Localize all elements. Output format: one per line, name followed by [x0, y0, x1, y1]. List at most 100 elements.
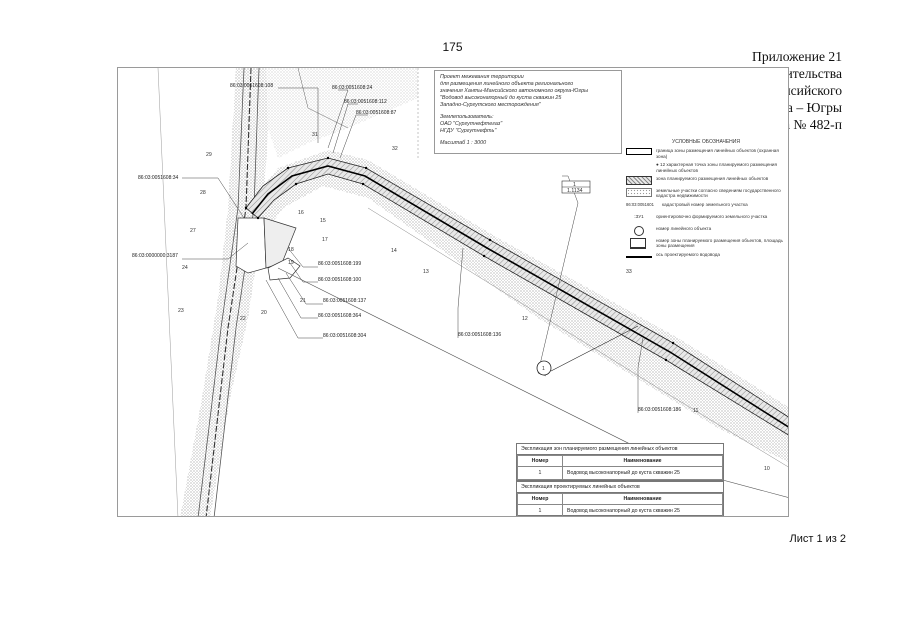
legend-symbol-boundary — [626, 148, 652, 156]
point-number: 31 — [312, 132, 318, 138]
table-row: 1 Водовод высоконапорный до куста скважи… — [517, 504, 723, 516]
cadastral-label: 86:03:0051608:136 — [458, 332, 501, 338]
page-number: 175 — [442, 40, 463, 54]
legend-symbol-circle — [626, 225, 652, 236]
point-number: 21 — [300, 298, 306, 304]
point-number: 32 — [392, 146, 398, 152]
table-row: 1 Водовод высоконапорный до куста скважи… — [517, 466, 723, 480]
leader-lines — [182, 87, 644, 413]
cadastral-label: 86:03:0051608:304 — [323, 333, 366, 339]
legend-item: граница зоны размещения линейных объекто… — [626, 148, 786, 159]
point-number: 18 — [288, 247, 294, 253]
legend: УСЛОВНЫЕ ОБОЗНАЧЕНИЯ граница зоны размещ… — [626, 139, 786, 350]
cadastral-label: 86:03:0000000:3187 — [132, 253, 178, 259]
point-number: 24 — [182, 265, 188, 271]
cadastral-label: 86:03:0051608:100 — [318, 277, 361, 283]
map-sheet: 86:03:0051608:108 86:03:0051608:24 86:03… — [117, 67, 789, 517]
point-number: 15 — [320, 218, 326, 224]
table-header: Наименование — [562, 493, 723, 505]
placement-zone — [245, 157, 788, 436]
parcel-outline — [267, 257, 301, 281]
annex-line: Приложение 21 — [752, 49, 842, 64]
project-title-line: для размещения линейного объекта региона… — [440, 81, 574, 87]
zone-tag-area: 1.1134 — [567, 188, 583, 194]
point-number: 23 — [178, 308, 184, 314]
point-number: 29 — [206, 152, 212, 158]
cadastral-label: 86:03:0051608:108 — [230, 83, 273, 89]
point-number: 16 — [298, 210, 304, 216]
cadastral-label: 86:03:0051608:87 — [356, 110, 397, 116]
table-cell: 1 — [517, 466, 563, 480]
point-number: 12 — [522, 316, 528, 322]
sheet-number: Лист 1 из 2 — [789, 533, 847, 545]
table-header: Номер — [517, 455, 563, 467]
zone-tag-number: 1 — [573, 182, 576, 188]
table-cell: Водовод высоконапорный до куста скважин … — [562, 504, 723, 516]
point-number: 17 — [322, 237, 328, 243]
project-title-line: "Водовод высоконапорный до куста скважин… — [440, 95, 562, 101]
point-number: 28 — [200, 190, 206, 196]
table-cell: Водовод высоконапорный до куста скважин … — [562, 466, 723, 480]
dotted-zone-pipeline — [246, 150, 788, 463]
point-number: 27 — [190, 228, 196, 234]
customer-line: НГДУ "Сургутнефть" — [440, 128, 497, 134]
table-header: Наименование — [562, 455, 723, 467]
parcel-outline — [235, 217, 267, 274]
legend-title: УСЛОВНЫЕ ОБОЗНАЧЕНИЯ — [672, 139, 740, 145]
characteristic-points — [244, 156, 675, 362]
project-title-line: значения Ханты-Мансийского автономного о… — [440, 88, 589, 94]
object-marker-number: 1 — [542, 366, 545, 372]
cadastral-label: 86:03:0051608:186 — [638, 407, 681, 413]
project-title-line: Западно-Сургутского месторождения" — [440, 102, 541, 108]
legend-item: :ЗУ1 ориентировочно формируемого земельн… — [626, 214, 786, 223]
legend-symbol-route — [626, 252, 652, 261]
legend-symbol-zone — [626, 237, 652, 249]
point-number: 19 — [288, 260, 294, 266]
table-header: Номер — [517, 493, 563, 505]
parcel-line — [367, 207, 788, 468]
legend-item: номер зоны планируемого размещения объек… — [626, 237, 786, 249]
parcel-line — [157, 68, 179, 516]
legend-item: ● 12 характерная точка зоны планируемого… — [626, 162, 786, 173]
legend-item: номер линейного объекта — [626, 225, 786, 236]
road-edge — [197, 68, 245, 516]
legend-item: земельные участки согласно сведениям гос… — [626, 188, 786, 199]
legend-symbol-dots — [626, 188, 652, 198]
point-number: 20 — [261, 310, 267, 316]
object-marker-circle — [536, 360, 552, 376]
project-title-line: Проект межевания территории — [440, 74, 524, 80]
explication-objects-caption: Экспликация проектируемых линейных объек… — [517, 482, 723, 493]
scale-label: Масштаб 1 : 3000 — [440, 140, 487, 146]
dotted-zone-west — [180, 68, 268, 516]
legend-item: 86:03:0051601 кадастровый номер земельно… — [626, 202, 786, 211]
legend-symbol-zu: :ЗУ1 — [634, 213, 644, 219]
cadastral-label: 86:03:0051608:364 — [318, 313, 361, 319]
legend-symbol-point — [626, 162, 652, 171]
customer-label: Землепользователь: — [440, 114, 494, 120]
pipeline-axis — [251, 165, 788, 428]
legend-item: зона планируемого размещения линейных об… — [626, 176, 786, 186]
parcel-line — [297, 68, 349, 129]
table-cell: 1 — [517, 504, 563, 516]
legend-symbol-cadastral: 86:03:0051601 — [626, 201, 654, 207]
cadastral-label: 86:03:0051608:34 — [138, 175, 179, 181]
explication-zones-caption: Экспликация зон планируемого размещения … — [517, 444, 723, 455]
point-number: 22 — [240, 316, 246, 322]
point-number: 13 — [423, 269, 429, 275]
cadastral-label: 86:03:0051608:137 — [323, 298, 366, 304]
cadastral-label: 86:03:0051608:199 — [318, 261, 361, 267]
explication-objects-table: Экспликация проектируемых линейных объек… — [516, 481, 724, 516]
explication-zones-table: Экспликация зон планируемого размещения … — [516, 443, 724, 481]
cadastral-map: 86:03:0051608:108 86:03:0051608:24 86:03… — [132, 68, 788, 516]
point-number: 11 — [693, 408, 698, 414]
legend-symbol-hatch — [626, 176, 652, 186]
dotted-zone-north — [213, 68, 418, 158]
project-info-box: Проект межевания территории для размещен… — [434, 70, 622, 154]
customer-line: ОАО "Сургутнефтегаз" — [440, 121, 503, 127]
point-number: 14 — [391, 248, 397, 254]
road-centerline — [205, 68, 252, 516]
point-number: 10 — [764, 466, 770, 472]
point-number: 33 — [626, 269, 632, 275]
cadastral-label: 86:03:0051608:24 — [332, 85, 373, 91]
legend-item: ось проектируемого водовода — [626, 252, 786, 261]
